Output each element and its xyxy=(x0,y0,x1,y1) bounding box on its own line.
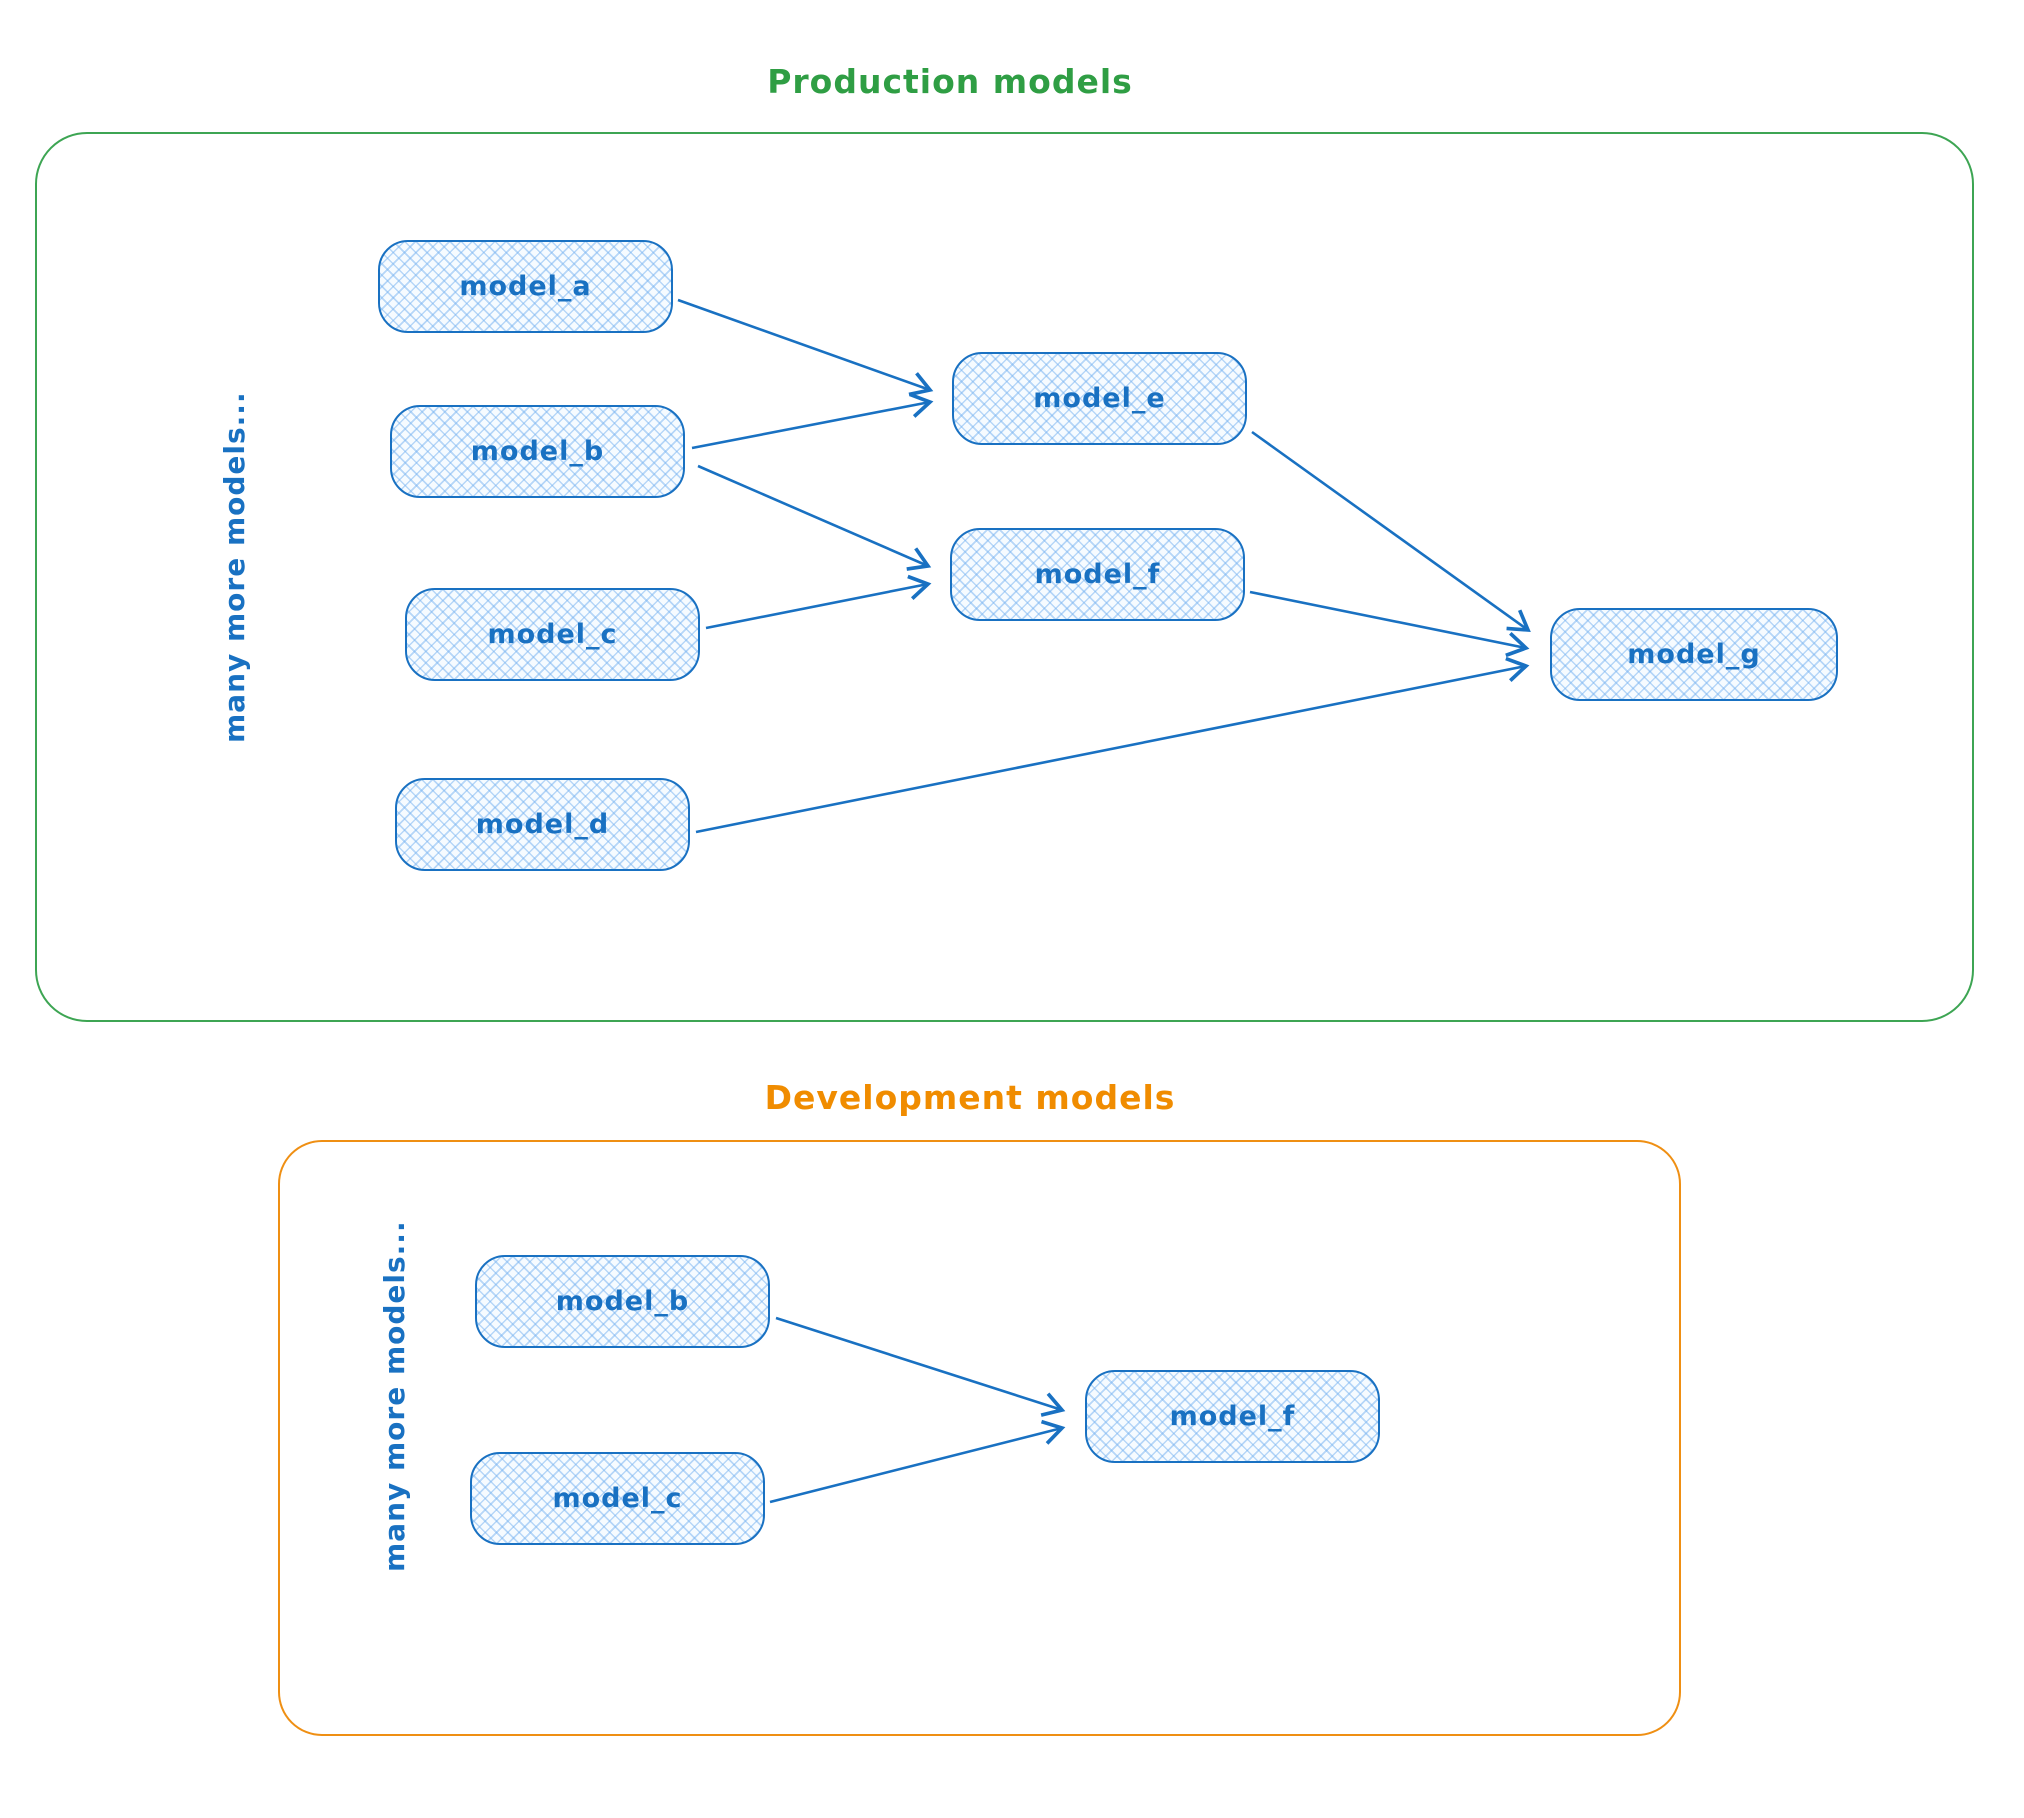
node-production-model-a: model_a xyxy=(378,240,673,333)
node-development-model-f: model_f xyxy=(1085,1370,1380,1463)
production-frame xyxy=(35,132,1974,1022)
node-label: model_a xyxy=(459,271,592,302)
node-development-model-c: model_c xyxy=(470,1452,765,1545)
development-side-label: many more models... xyxy=(378,1220,411,1572)
node-production-model-c: model_c xyxy=(405,588,700,681)
node-label: model_c xyxy=(552,1483,683,1514)
production-side-label: many more models... xyxy=(218,391,251,743)
node-label: model_b xyxy=(470,436,605,467)
node-development-model-b: model_b xyxy=(475,1255,770,1348)
node-label: model_b xyxy=(555,1286,690,1317)
node-label: model_e xyxy=(1033,383,1166,414)
production-title: Production models xyxy=(767,62,1133,101)
development-frame xyxy=(278,1140,1681,1736)
node-label: model_c xyxy=(487,619,618,650)
node-label: model_g xyxy=(1627,639,1761,670)
development-title: Development models xyxy=(764,1078,1176,1117)
node-production-model-b: model_b xyxy=(390,405,685,498)
node-label: model_d xyxy=(475,809,610,840)
node-production-model-g: model_g xyxy=(1550,608,1838,701)
node-label: model_f xyxy=(1034,559,1161,590)
node-production-model-e: model_e xyxy=(952,352,1247,445)
node-production-model-d: model_d xyxy=(395,778,690,871)
node-label: model_f xyxy=(1169,1401,1296,1432)
node-production-model-f: model_f xyxy=(950,528,1245,621)
